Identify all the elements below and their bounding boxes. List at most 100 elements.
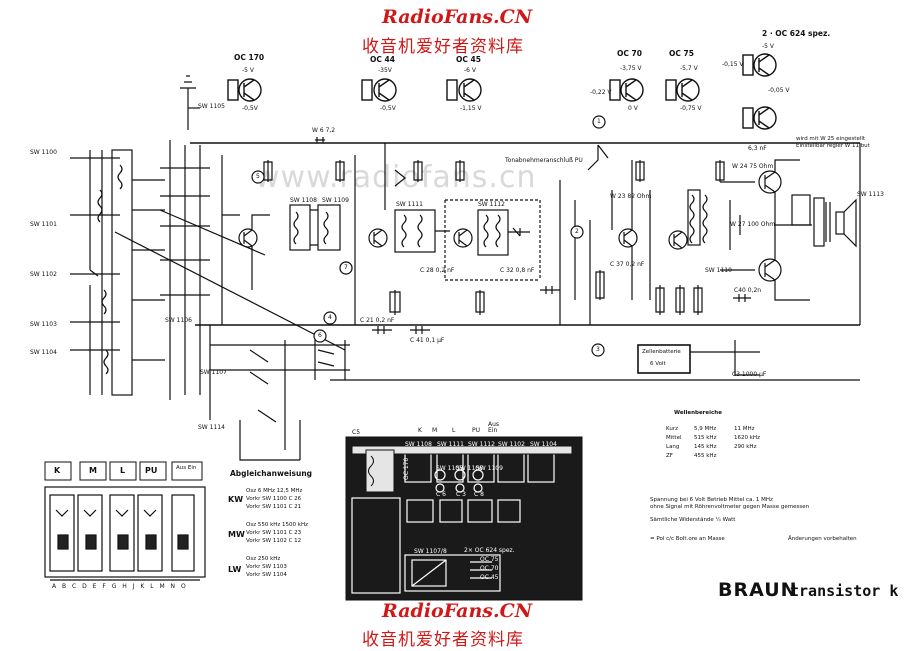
supply-box-label: Zellenbatterie: [642, 349, 681, 355]
alignment-mw-band: MW: [228, 530, 245, 539]
ranges-title: Wellenbereiche: [674, 410, 722, 416]
value-w24: W 24 75 Ohm: [732, 163, 774, 170]
voltage-t3-top: -6 V: [464, 67, 476, 74]
watermark-site-bottom: RadioFans.CN: [382, 600, 533, 622]
alignment-mw-row-2: Vorkr SW 1101 C 23: [246, 530, 302, 536]
layout-header-aus: Aus Ein: [488, 421, 500, 434]
range-lang-name: Lang: [666, 444, 680, 450]
layout-oc-legend-4: OC 45: [480, 574, 499, 581]
alignment-kw-row-1: Osz 6 MHz 12,5 MHz: [246, 488, 303, 494]
layout-header-pu: PU: [472, 427, 481, 434]
note-top-right: wird mit W 25 eingestellt Einstellbar re…: [796, 136, 870, 149]
alignment-kw-band: KW: [228, 495, 244, 504]
transistor-label-2: OC 44: [370, 55, 395, 64]
transistor-label-3: OC 45: [456, 55, 481, 64]
layout-header-l: L: [452, 427, 456, 434]
value-c41: C 41 0,1 µF: [410, 337, 445, 344]
range-zf-lo: 455 kHz: [694, 453, 717, 459]
layout-c-label-3: C 8: [474, 491, 484, 498]
layout-header-k: K: [418, 427, 422, 434]
voltage-t1-top: -5 V: [242, 67, 254, 74]
alignment-title: Abgleichanweisung: [230, 469, 313, 478]
value-c37: C 37 0,2 nF: [610, 261, 645, 268]
voltage-t2-bot: -0,5V: [380, 105, 396, 112]
voltage-t6-bot: -0,05 V: [768, 87, 790, 94]
key-m: M: [89, 466, 97, 475]
marker-5: 5: [256, 173, 260, 180]
value-r-top: W 6 7,2: [312, 127, 336, 134]
marker-3: 3: [596, 346, 600, 353]
layout-coil-ref2-2: SW 1106: [456, 465, 483, 472]
layout-coil-ref-3: SW 1112: [468, 441, 495, 448]
range-mittel-hi: 1620 kHz: [734, 435, 760, 441]
layout-c-label-2: C 3: [456, 491, 466, 498]
layout-oc170: OC 170: [403, 457, 410, 480]
note-changes: Änderungen vorbehalten: [788, 536, 857, 542]
note-resistors: Sämtliche Widerstände ¼ Watt: [650, 517, 736, 523]
value-c32: C 32 0,8 nF: [500, 267, 535, 274]
marker-7: 7: [344, 264, 348, 271]
value-c28: C 28 0,2 nF: [420, 267, 455, 274]
switch-ref-1106: SW 1106: [165, 317, 192, 324]
watermark-cn-top: 收音机爱好者资料库: [362, 37, 524, 57]
value-c40: C40 0,2n: [734, 287, 762, 294]
watermark-site-top: RadioFans.CN: [382, 6, 533, 28]
switch-ref-1105: SW 1105: [198, 103, 225, 110]
value-c21: C 21 0,2 nF: [360, 317, 395, 324]
layout-oc-legend-3: OC 70: [480, 565, 499, 572]
value-w27: W 27 100 Ohm: [730, 221, 776, 228]
layout-coil-ref-5: SW 1104: [530, 441, 557, 448]
model-name: transistor k: [790, 582, 899, 600]
key-l: L: [120, 466, 126, 475]
voltage-t2-top: -35V: [378, 67, 392, 74]
switch-ref-1111: SW 1111: [396, 201, 423, 208]
transistor-label-1: OC 170: [234, 53, 265, 62]
value-c-out: 6,3 nF: [748, 145, 767, 152]
voltage-t6-top: -5 V: [762, 43, 774, 50]
switch-ref-pu: SW 1103: [30, 321, 57, 328]
voltage-t1-bot: -0,5V: [242, 105, 258, 112]
key-pu: PU: [145, 466, 158, 475]
faded-watermark: www.radiofans.cn: [255, 160, 537, 195]
key-bottom-letters: A B C D E F G H J K L M N O: [52, 583, 188, 590]
layout-oc-legend-1: 2× OC 624 spez.: [464, 547, 515, 554]
switch-ref-kw: SW 1100: [30, 149, 57, 156]
range-lang-lo: 145 kHz: [694, 444, 717, 450]
voltage-t3-bot: -1,15 V: [460, 105, 482, 112]
transistor-label-4: OC 70: [617, 49, 642, 58]
key-aus-ein: Aus Ein: [176, 465, 197, 471]
marker-1: 1: [597, 118, 601, 125]
alignment-lw-row-1: Osz 250 kHz: [246, 556, 281, 562]
switch-ref-1107: SW 1107: [200, 369, 227, 376]
layout-sw-box: SW 1107/8: [414, 548, 447, 555]
range-mittel-lo: 515 kHz: [694, 435, 717, 441]
alignment-lw-row-2: Vorkr SW 1103: [246, 564, 287, 570]
layout-oc-legend-2: OC 75: [480, 556, 499, 563]
value-w23: W 23 82 Ohm: [610, 193, 652, 200]
layout-header-m: M: [432, 427, 438, 434]
voltage-t4a-bot: 0 V: [628, 105, 638, 112]
alignment-kw-row-2: Vorkr SW 1100 C 26: [246, 496, 302, 502]
marker-2: 2: [575, 228, 579, 235]
switch-ref-1108: SW 1108: [290, 197, 317, 204]
watermark-cn-bottom: 收音机爱好者资料库: [362, 630, 524, 650]
alignment-lw-band: LW: [228, 565, 242, 574]
switch-ref-1109: SW 1109: [322, 197, 349, 204]
layout-coil-ref-4: SW 1102: [498, 441, 525, 448]
range-kurz-hi: 11 MHz: [734, 426, 755, 432]
switch-ref-aus: SW 1104: [30, 349, 57, 356]
transistor-label-6: 2 · OC 624 spez.: [762, 29, 831, 38]
switch-ref-1112: SW 1112: [478, 201, 505, 208]
switch-ref-lw: SW 1102: [30, 271, 57, 278]
voltage-t4a-left: -0,22 V: [590, 89, 612, 96]
switch-ref-1113: SW 1113: [857, 191, 884, 198]
alignment-lw-row-3: Vorkr SW 1104: [246, 572, 287, 578]
transistor-label-5: OC 75: [669, 49, 694, 58]
brand-logo: BRAUN: [718, 579, 798, 601]
voltage-t4b-top: -5,7 V: [680, 65, 698, 72]
layout-c-label-1: C 6: [436, 491, 446, 498]
range-lang-hi: 290 kHz: [734, 444, 757, 450]
voltage-t4a-top: -3,75 V: [620, 65, 642, 72]
